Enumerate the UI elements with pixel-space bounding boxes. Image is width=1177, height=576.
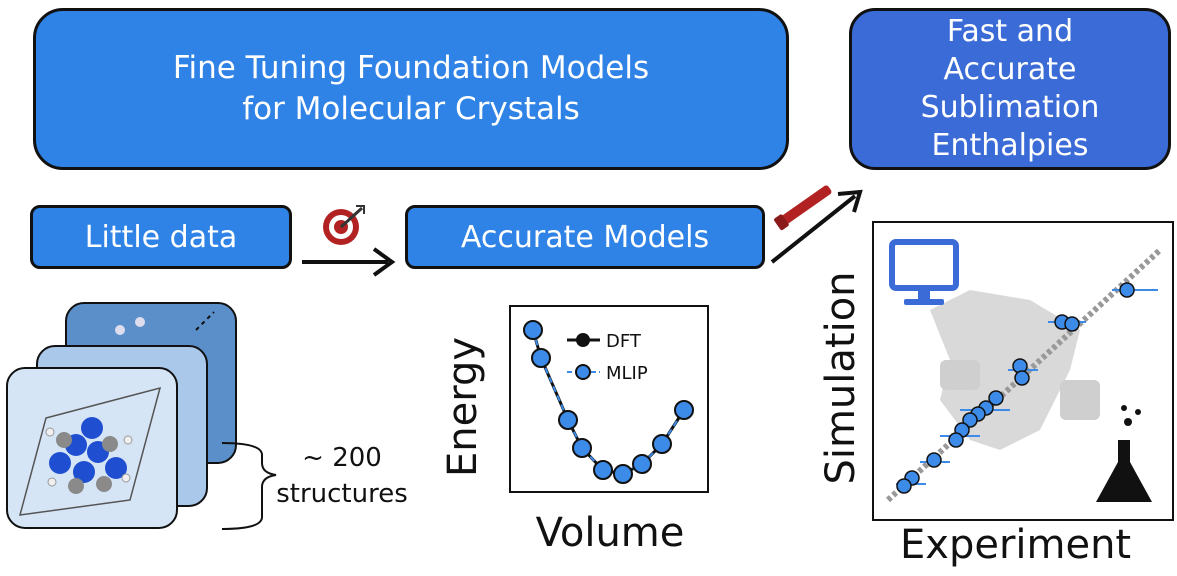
energy-plot-xlabel: Volume	[535, 510, 685, 556]
accurate-models-box: Accurate Models	[405, 205, 765, 269]
legend-dft: DFT	[606, 331, 642, 352]
arrow-to-result	[770, 185, 863, 264]
target-icon	[323, 205, 365, 245]
arrow-to-models	[302, 247, 396, 277]
parity-plot-ylabel: Simulation	[818, 271, 864, 485]
title-box: Fine Tuning Foundation Models for Molecu…	[33, 8, 789, 170]
result-box: Fast and Accurate Sublimation Enthalpies	[849, 8, 1171, 170]
little-data-box: Little data	[30, 205, 292, 269]
parity-plot	[872, 221, 1174, 521]
crystal-structure-icon	[6, 302, 237, 529]
flask-icon	[1096, 405, 1152, 502]
brace	[221, 442, 277, 530]
parity-plot-xlabel: Experiment	[900, 522, 1132, 568]
energy-plot: DFT MLIP	[509, 305, 709, 493]
energy-plot-ylabel: Energy	[440, 336, 486, 478]
monitor-icon	[889, 239, 959, 305]
structures-count-label: ~ 200 structures	[276, 443, 408, 509]
legend-mlip: MLIP	[606, 363, 648, 384]
